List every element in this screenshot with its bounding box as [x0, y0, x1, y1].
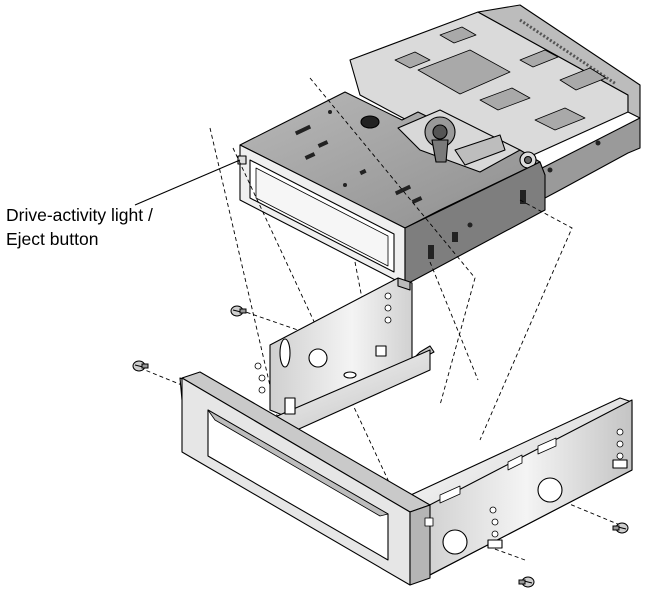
callout-leader-line — [134, 159, 241, 206]
callout-line-1: Drive-activity light / — [6, 205, 153, 225]
tape-drive — [237, 4, 641, 286]
drive-activity-light-callout: Drive-activity light / Eject button — [6, 203, 153, 251]
faceplate-bezel — [181, 371, 434, 586]
drive-activity-light — [237, 155, 247, 165]
drive-chips — [394, 26, 607, 131]
mounting-screw — [132, 305, 629, 588]
callout-line-2: Eject button — [6, 229, 99, 249]
